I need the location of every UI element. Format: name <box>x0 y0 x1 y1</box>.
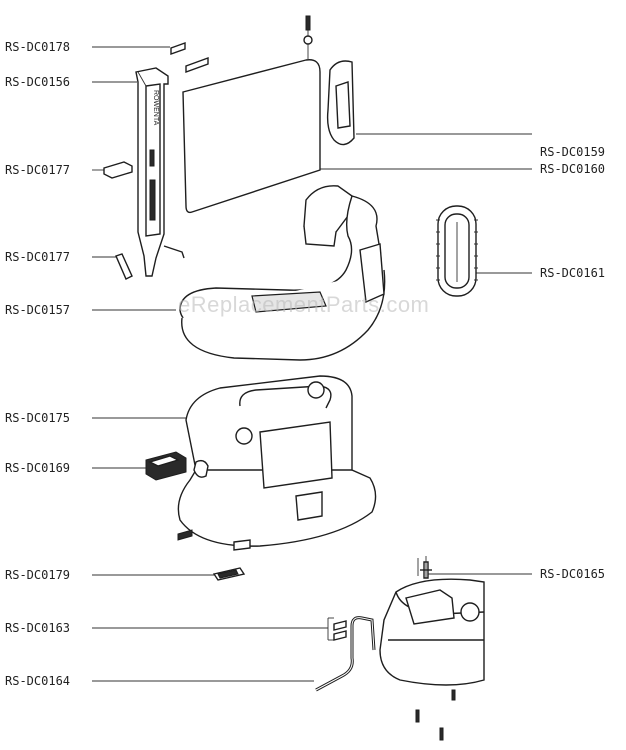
bracket-brand-text: ROWENTA <box>152 90 159 126</box>
label-rs-dc0177-a: RS-DC0177 <box>5 163 71 177</box>
label-rs-dc0157: RS-DC0157 <box>5 303 71 317</box>
label-rs-dc0164: RS-DC0164 <box>5 674 71 688</box>
part-rs-dc0160-filter <box>182 15 321 214</box>
watermark: eReplacementParts.com <box>178 292 430 317</box>
part-rs-dc0165-base <box>379 556 485 741</box>
label-rs-dc0178: RS-DC0178 <box>5 40 71 54</box>
label-rs-dc0156: RS-DC0156 <box>5 75 71 89</box>
part-rs-dc0157-hose-handle <box>179 185 386 361</box>
part-rs-dc0178 <box>170 42 209 73</box>
part-rs-dc0161-grille <box>436 205 478 297</box>
label-rs-dc0165: RS-DC0165 <box>540 567 606 581</box>
leader-lines <box>92 46 532 682</box>
part-rs-dc0169-switch <box>145 451 209 481</box>
part-rs-dc0177-b <box>115 253 133 280</box>
label-rs-dc0160: RS-DC0160 <box>540 162 606 176</box>
part-rs-dc0175-body <box>177 375 377 551</box>
part-rs-dc0159 <box>326 60 355 146</box>
label-rs-dc0161: RS-DC0161 <box>540 266 606 280</box>
label-rs-dc0163: RS-DC0163 <box>5 621 71 635</box>
label-rs-dc0169: RS-DC0169 <box>5 461 71 475</box>
part-rs-dc0177-a <box>103 161 133 179</box>
label-rs-dc0179: RS-DC0179 <box>5 568 71 582</box>
label-rs-dc0177-b: RS-DC0177 <box>5 250 71 264</box>
label-rs-dc0159: RS-DC0159 <box>540 145 606 159</box>
label-rs-dc0175: RS-DC0175 <box>5 411 71 425</box>
part-rs-dc0156-bracket: ROWENTA <box>135 67 185 277</box>
part-rs-dc0164-wire <box>315 616 376 692</box>
part-rs-dc0179-foot <box>212 567 246 581</box>
part-rs-dc0163-clips <box>327 617 347 641</box>
